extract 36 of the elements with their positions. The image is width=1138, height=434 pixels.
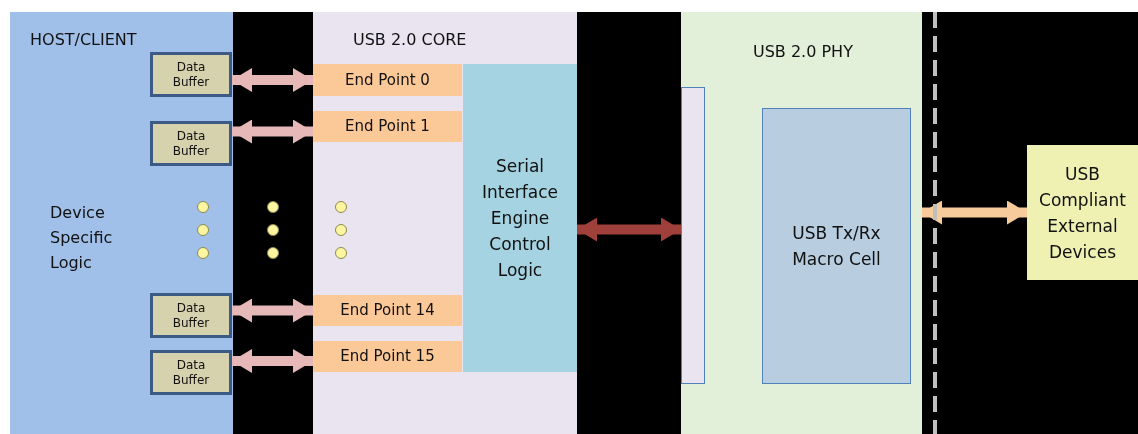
box-label: End Point 0: [344, 69, 431, 91]
endpoint-box: [313, 111, 462, 142]
host-panel: [10, 12, 233, 434]
double-arrow: [232, 68, 313, 92]
engine-box: [463, 64, 577, 372]
buffer-box: [150, 293, 232, 338]
box-label: End Point 15: [339, 346, 436, 368]
panel-heading: HOST/CLIENT: [30, 30, 137, 49]
buffer-box: [150, 350, 232, 395]
endpoint-box: [313, 64, 462, 96]
box-label: Serial Interface Engine Control Logic: [480, 155, 560, 282]
box-label: End Point 14: [339, 300, 436, 322]
box-label: USB Compliant External Devices: [1038, 162, 1127, 264]
box-label: End Point 1: [344, 116, 431, 138]
double-arrow: [922, 200, 1027, 225]
macro-cell-box: [762, 108, 911, 384]
phy-panel: [681, 12, 922, 434]
double-arrow: [232, 349, 313, 373]
double-arrow: [232, 119, 313, 144]
interface-box: [681, 87, 705, 384]
device-box: [1027, 145, 1138, 280]
box-label: Data Buffer: [171, 356, 211, 389]
panel-heading: USB 2.0 PHY: [753, 42, 853, 61]
core-panel: [313, 12, 577, 434]
double-arrow: [232, 298, 313, 323]
endpoint-box: [313, 341, 462, 372]
panel-heading: USB 2.0 CORE: [353, 30, 467, 49]
endpoint-box: [313, 295, 462, 326]
box-label: Data Buffer: [171, 299, 211, 332]
box-label: USB Tx/Rx Macro Cell: [791, 222, 882, 271]
box-label: Data Buffer: [171, 127, 211, 160]
double-arrow: [577, 217, 681, 242]
buffer-box: [150, 52, 232, 97]
panel-text: Device Specific Logic: [50, 202, 114, 274]
box-label: Data Buffer: [171, 58, 211, 91]
buffer-box: [150, 121, 232, 166]
